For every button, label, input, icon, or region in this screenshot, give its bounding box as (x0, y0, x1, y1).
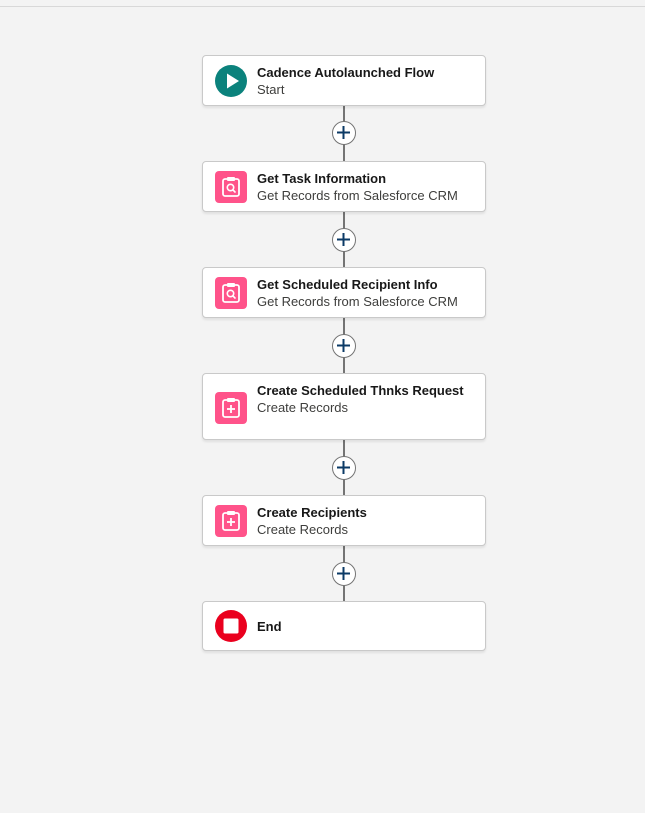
node-subtitle: Create Records (257, 400, 349, 415)
node-subtitle: Get Records from Salesforce CRM (257, 294, 458, 309)
flow-node-get-scheduled-recipient-info[interactable]: Get Scheduled Recipient Info Get Records… (202, 267, 486, 318)
node-title: Create Scheduled Thnks Request (257, 383, 464, 398)
header-divider (0, 6, 645, 7)
node-title: Cadence Autolaunched Flow (257, 65, 435, 80)
node-subtitle: Get Records from Salesforce CRM (257, 188, 458, 203)
add-icon (337, 339, 350, 352)
flow-node-get-task-information[interactable]: Get Task Information Get Records from Sa… (202, 161, 486, 212)
node-title: End (257, 619, 282, 634)
add-element-button[interactable] (332, 121, 356, 145)
node-title: Get Scheduled Recipient Info (257, 277, 438, 292)
add-element-button[interactable] (332, 456, 356, 480)
add-icon (337, 233, 350, 246)
flow-node-start[interactable]: Cadence Autolaunched Flow Start (202, 55, 486, 106)
add-element-button[interactable] (332, 228, 356, 252)
create-records-icon (215, 505, 247, 537)
flow-node-create-recipients[interactable]: Create Recipients Create Records (202, 495, 486, 546)
node-subtitle: Create Records (257, 522, 349, 537)
node-title: Get Task Information (257, 171, 387, 186)
node-subtitle: Start (257, 82, 285, 97)
get-records-icon (215, 171, 247, 203)
add-element-button[interactable] (332, 562, 356, 586)
node-title: Create Recipients (257, 505, 367, 520)
flow-node-create-scheduled-thnks-request[interactable]: Create Scheduled Thnks Request Create Re… (202, 373, 486, 440)
flow-node-end[interactable]: End (202, 601, 486, 651)
create-records-icon (215, 392, 247, 424)
add-icon (337, 567, 350, 580)
add-element-button[interactable] (332, 334, 356, 358)
stop-icon (215, 610, 247, 642)
add-icon (337, 461, 350, 474)
add-icon (337, 126, 350, 139)
play-icon (215, 65, 247, 97)
get-records-icon (215, 277, 247, 309)
